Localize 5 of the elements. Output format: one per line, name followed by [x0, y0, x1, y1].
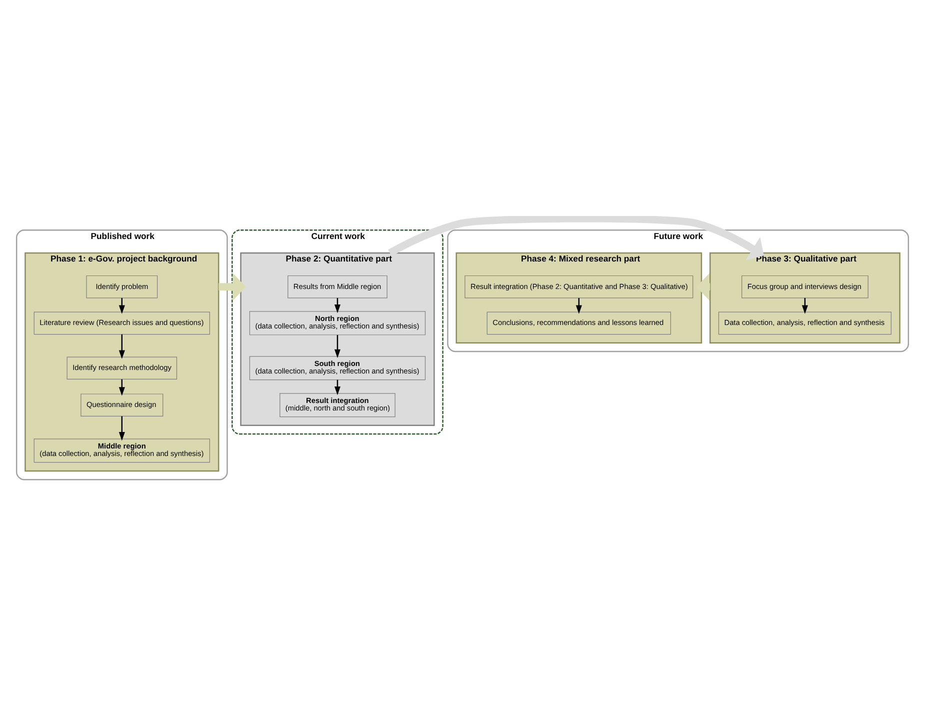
arrow	[118, 334, 125, 359]
arrow	[334, 335, 340, 358]
arrow	[218, 273, 246, 301]
arrow	[118, 416, 125, 441]
arrow	[388, 216, 764, 260]
